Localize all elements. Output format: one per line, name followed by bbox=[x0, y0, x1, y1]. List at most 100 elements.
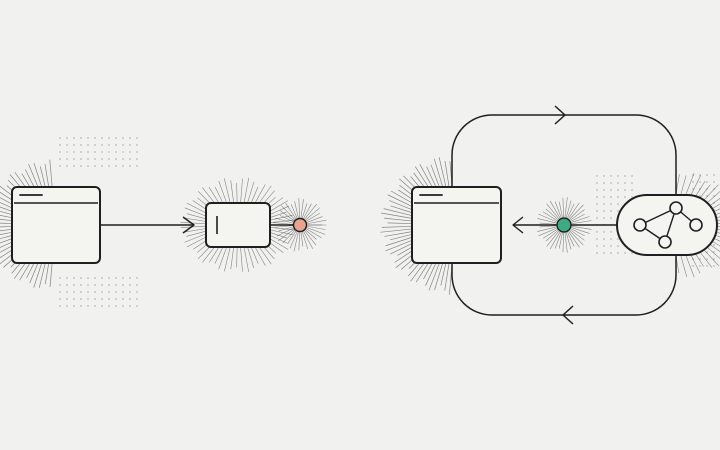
grid-dot bbox=[122, 284, 124, 286]
grid-dot bbox=[80, 284, 82, 286]
grid-dot bbox=[115, 284, 117, 286]
grid-dot bbox=[617, 210, 619, 212]
burst-ray bbox=[554, 232, 562, 249]
burst-ray bbox=[380, 228, 413, 233]
burst-ray bbox=[298, 198, 300, 219]
burst-ray bbox=[287, 230, 297, 244]
grid-dot bbox=[610, 210, 612, 212]
left-arrow-connector bbox=[100, 216, 195, 234]
burst-ray bbox=[250, 186, 259, 205]
grid-dot bbox=[136, 277, 138, 279]
grid-dot bbox=[631, 182, 633, 184]
burst-ray bbox=[218, 245, 228, 270]
burst-ray bbox=[539, 225, 557, 228]
grid-dot bbox=[603, 245, 605, 247]
grid-dot bbox=[596, 245, 598, 247]
left-arrow-head-icon bbox=[182, 216, 195, 234]
grid-dot bbox=[610, 231, 612, 233]
burst-ray bbox=[273, 222, 294, 225]
grid-dot bbox=[101, 298, 103, 300]
burst-ray bbox=[554, 201, 562, 218]
grid-dot bbox=[596, 203, 598, 205]
burst-ray bbox=[300, 231, 304, 247]
burst-ray bbox=[285, 203, 297, 220]
burst-ray bbox=[714, 234, 720, 238]
grid-dot bbox=[80, 305, 82, 307]
grid-dot bbox=[66, 165, 68, 167]
grid-dot bbox=[713, 244, 715, 246]
burst-ray bbox=[28, 164, 40, 191]
burst-ray bbox=[0, 206, 15, 213]
grid-dot bbox=[101, 151, 103, 153]
grid-dot bbox=[101, 305, 103, 307]
grid-dot bbox=[108, 291, 110, 293]
burst-ray bbox=[305, 212, 320, 222]
burst-ray bbox=[0, 234, 14, 240]
grid-dot bbox=[80, 137, 82, 139]
burst-ray bbox=[381, 225, 413, 228]
burst-ray bbox=[712, 208, 720, 213]
grid-dot bbox=[603, 203, 605, 205]
grid-dot bbox=[80, 291, 82, 293]
grid-dot bbox=[66, 151, 68, 153]
grid-dot bbox=[59, 144, 61, 146]
grid-dot bbox=[73, 277, 75, 279]
grid-dot bbox=[101, 158, 103, 160]
grid-dot bbox=[624, 175, 626, 177]
grid-dot bbox=[122, 137, 124, 139]
burst-ray bbox=[385, 238, 416, 252]
burst-ray bbox=[438, 157, 447, 189]
grid-dot bbox=[101, 291, 103, 293]
burst-ray bbox=[305, 207, 321, 221]
grid-dot bbox=[136, 284, 138, 286]
burst-ray bbox=[236, 183, 238, 204]
burst-ray bbox=[0, 237, 15, 244]
grid-dot bbox=[73, 144, 75, 146]
grid-dot bbox=[87, 291, 89, 293]
grid-dot bbox=[115, 158, 117, 160]
burst-ray bbox=[712, 237, 720, 242]
burst-ray bbox=[269, 227, 296, 231]
grid-dot bbox=[136, 144, 138, 146]
burst-ray bbox=[715, 231, 720, 234]
burst-ray bbox=[562, 232, 564, 253]
burst-ray bbox=[33, 163, 43, 189]
grid-dot bbox=[603, 252, 605, 254]
grid-dot bbox=[122, 158, 124, 160]
grid-dot bbox=[87, 277, 89, 279]
grid-dot bbox=[66, 298, 68, 300]
grid-dot bbox=[603, 196, 605, 198]
grid-dot bbox=[603, 175, 605, 177]
model-pill-frame bbox=[616, 194, 718, 256]
burst-ray bbox=[180, 225, 207, 228]
burst-ray bbox=[184, 207, 209, 218]
grid-dot bbox=[73, 137, 75, 139]
grid-dot bbox=[115, 291, 117, 293]
burst-ray bbox=[0, 228, 13, 232]
burst-ray bbox=[568, 202, 580, 219]
grid-dot bbox=[66, 291, 68, 293]
grid-dot bbox=[108, 151, 110, 153]
burst-ray bbox=[306, 216, 323, 223]
grid-dot bbox=[596, 182, 598, 184]
grid-dot bbox=[603, 182, 605, 184]
burst-ray bbox=[278, 226, 294, 232]
burst-ray bbox=[567, 203, 575, 218]
grid-dot bbox=[129, 151, 131, 153]
graph-node bbox=[658, 235, 672, 249]
grid-dot bbox=[624, 189, 626, 191]
burst-ray bbox=[569, 204, 584, 220]
burst-ray bbox=[714, 212, 720, 216]
grid-dot bbox=[610, 175, 612, 177]
grid-dot bbox=[101, 144, 103, 146]
burst-ray bbox=[384, 217, 413, 222]
grid-dot bbox=[101, 137, 103, 139]
grid-dot bbox=[73, 298, 75, 300]
grid-dot bbox=[699, 181, 701, 183]
burst-ray bbox=[184, 217, 207, 222]
burst-ray bbox=[0, 214, 13, 219]
burst-ray bbox=[0, 226, 13, 228]
grid-dot bbox=[129, 284, 131, 286]
grid-dot bbox=[73, 284, 75, 286]
burst-ray bbox=[385, 236, 415, 247]
